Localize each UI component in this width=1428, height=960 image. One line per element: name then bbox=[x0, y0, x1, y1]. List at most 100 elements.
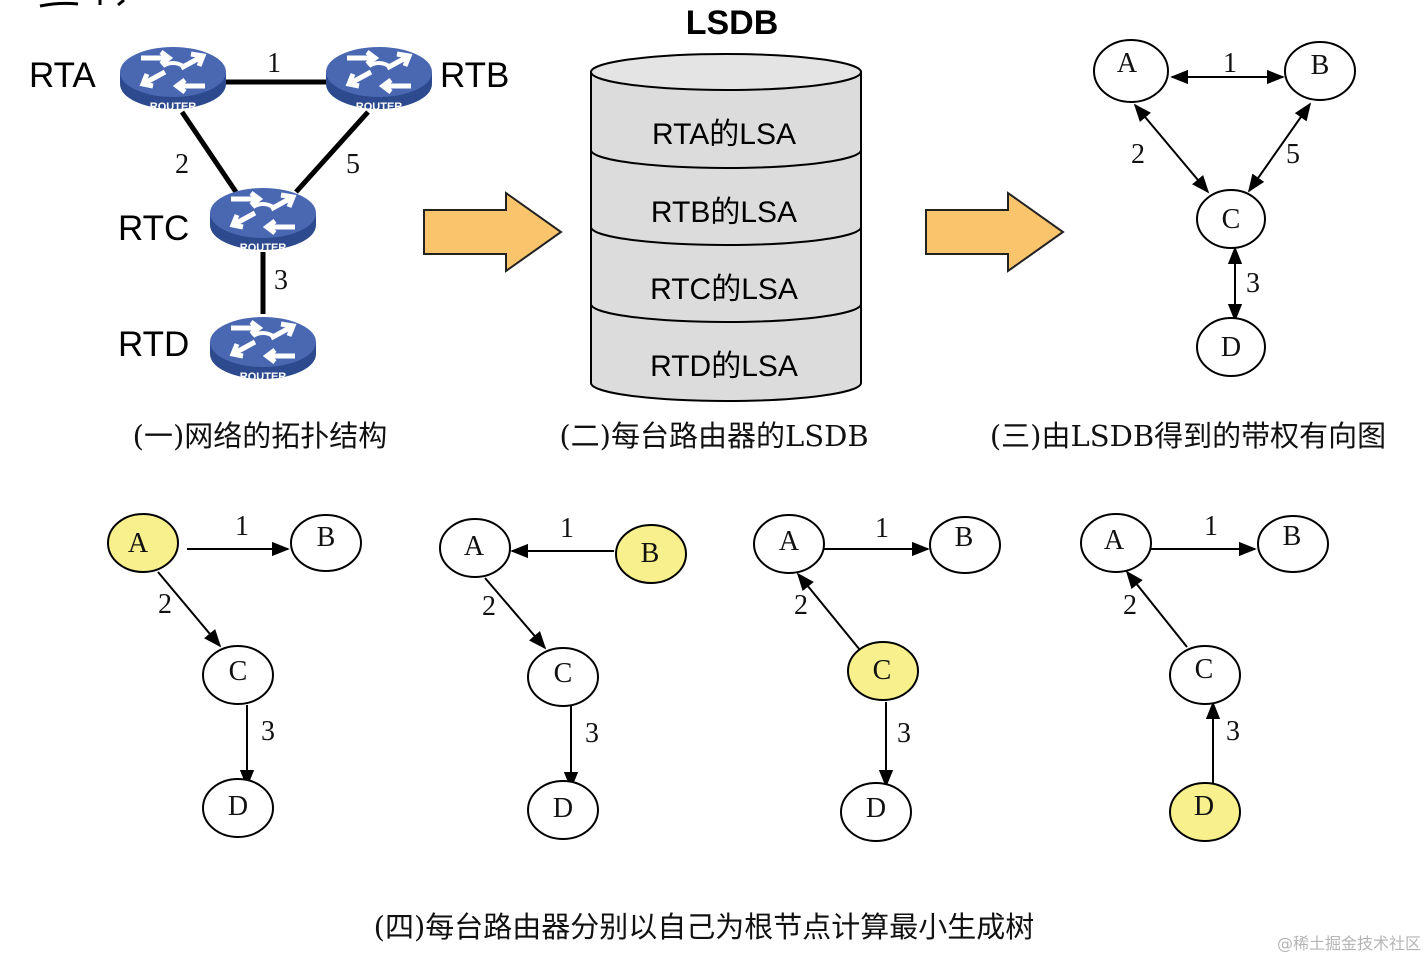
node-label: A bbox=[779, 526, 800, 557]
edge-weight: 3 bbox=[261, 716, 275, 747]
lsdb-entry: RTD的LSA bbox=[650, 350, 798, 383]
edge-weight: 1 bbox=[560, 513, 574, 544]
node-label: A bbox=[1104, 525, 1125, 556]
graph-node bbox=[1196, 317, 1266, 377]
lsdb-title: LSDB bbox=[686, 4, 779, 42]
node-label: C bbox=[554, 658, 573, 689]
node-label: A bbox=[128, 528, 149, 559]
node-label: B bbox=[641, 538, 660, 569]
edge-weight: 1 bbox=[1223, 48, 1237, 79]
spf-tree-root-a: A B C D 1 2 3 bbox=[107, 511, 362, 838]
link-cost: 3 bbox=[274, 265, 288, 296]
tree-node bbox=[1169, 645, 1241, 705]
edge-weight: 1 bbox=[1204, 511, 1218, 542]
node-label: C bbox=[1195, 654, 1214, 685]
node-label: C bbox=[873, 655, 892, 686]
lsdb-database: LSDB RTA的LSA RTB的LSA RTC的LSA RTD的LSA (二)… bbox=[559, 4, 868, 453]
node-label: C bbox=[1222, 204, 1241, 235]
router-label-rtc: RTC bbox=[118, 209, 189, 248]
edge bbox=[796, 572, 861, 651]
edge-weight: 5 bbox=[1286, 139, 1300, 170]
right-arrow-icon bbox=[925, 191, 1065, 273]
divider bbox=[590, 226, 862, 246]
edge-weight: 1 bbox=[875, 513, 889, 544]
spf-tree-root-d: A B C D 1 2 3 bbox=[1080, 511, 1329, 842]
node-label: A bbox=[1117, 48, 1138, 79]
lsdb-entry: RTC的LSA bbox=[650, 273, 798, 306]
router-label-rtb: RTB bbox=[440, 56, 509, 95]
weighted-directed-graph: A B C D 1 2 5 3 (三)由LSDB得到的带权有向图 bbox=[990, 39, 1386, 453]
router-icon: ROUTER bbox=[120, 47, 226, 113]
router-icon-label: ROUTER bbox=[240, 242, 287, 254]
caption-lsdb: (二)每台路由器的LSDB bbox=[559, 419, 868, 453]
tree-node bbox=[929, 516, 1001, 574]
edge-weight: 2 bbox=[1131, 139, 1145, 170]
link-rtb-rtc bbox=[294, 110, 370, 194]
root-node bbox=[107, 513, 179, 573]
router-icon: ROUTER bbox=[326, 47, 432, 113]
router-icon: ROUTER bbox=[210, 317, 316, 383]
tree-node bbox=[1080, 513, 1152, 573]
edge-weight: 3 bbox=[1226, 716, 1240, 747]
caption-trees: (四)每台路由器分别以自己为根节点计算最小生成树 bbox=[374, 910, 1035, 944]
node-label: B bbox=[1283, 521, 1302, 552]
root-node bbox=[615, 524, 687, 584]
lsdb-entry: RTA的LSA bbox=[652, 118, 796, 151]
edge-weight: 3 bbox=[1246, 268, 1260, 299]
link-cost: 5 bbox=[346, 149, 360, 180]
tree-node bbox=[527, 647, 599, 707]
network-topology: ROUTER ROUTER ROUTER ROUTER RTA RTB RTC … bbox=[29, 47, 509, 453]
root-node bbox=[847, 641, 919, 701]
node-label: D bbox=[1221, 332, 1241, 363]
edge bbox=[157, 571, 222, 648]
node-label: B bbox=[955, 522, 974, 553]
router-icon: ROUTER bbox=[210, 188, 316, 254]
caption-graph: (三)由LSDB得到的带权有向图 bbox=[990, 419, 1386, 453]
link-rta-rtc bbox=[179, 110, 239, 194]
watermark: @稀土掘金技术社区 bbox=[1277, 934, 1421, 953]
tree-node bbox=[202, 645, 274, 705]
edge-weight: 2 bbox=[1123, 590, 1137, 621]
caption-topology: (一)网络的拓扑结构 bbox=[133, 419, 388, 453]
link-cost: 2 bbox=[175, 149, 189, 180]
router-icon-label: ROUTER bbox=[240, 371, 287, 383]
node-label: D bbox=[553, 793, 573, 824]
node-label: B bbox=[1311, 50, 1330, 81]
tree-node bbox=[753, 514, 825, 574]
node-label: B bbox=[317, 522, 336, 553]
tree-node bbox=[1257, 515, 1329, 573]
graph-node bbox=[1196, 189, 1266, 249]
graph-node bbox=[1093, 39, 1169, 103]
root-node bbox=[1169, 782, 1241, 842]
node-label: D bbox=[1194, 791, 1214, 822]
spf-tree-root-c: A B C D 1 2 3 bbox=[753, 513, 1001, 842]
node-label: C bbox=[229, 656, 248, 687]
tree-node bbox=[840, 782, 912, 842]
edge-a-c bbox=[1133, 103, 1210, 194]
edge-weight: 3 bbox=[585, 718, 599, 749]
spf-tree-root-b: A B C D 1 2 3 bbox=[439, 513, 687, 840]
router-label-rta: RTA bbox=[29, 56, 96, 95]
right-arrow-icon bbox=[423, 191, 563, 273]
graph-node bbox=[1284, 41, 1356, 101]
node-label: A bbox=[464, 531, 485, 562]
node-label: D bbox=[866, 793, 886, 824]
edge-weight: 2 bbox=[794, 590, 808, 621]
edge-weight: 2 bbox=[482, 591, 496, 622]
edge-weight: 1 bbox=[235, 511, 249, 542]
tree-node bbox=[439, 518, 511, 578]
clipped-heading-fragment bbox=[39, 0, 125, 8]
divider bbox=[590, 303, 862, 323]
link-cost: 1 bbox=[267, 48, 281, 79]
router-icon-label: ROUTER bbox=[356, 101, 403, 113]
router-label-rtd: RTD bbox=[118, 325, 189, 364]
router-icon-label: ROUTER bbox=[150, 101, 197, 113]
edge-weight: 3 bbox=[897, 718, 911, 749]
lsdb-entry: RTB的LSA bbox=[651, 196, 797, 229]
tree-node bbox=[527, 780, 599, 840]
edge bbox=[1125, 570, 1188, 648]
edge-b-c bbox=[1247, 102, 1312, 193]
node-label: D bbox=[228, 791, 248, 822]
tree-node bbox=[202, 778, 274, 838]
